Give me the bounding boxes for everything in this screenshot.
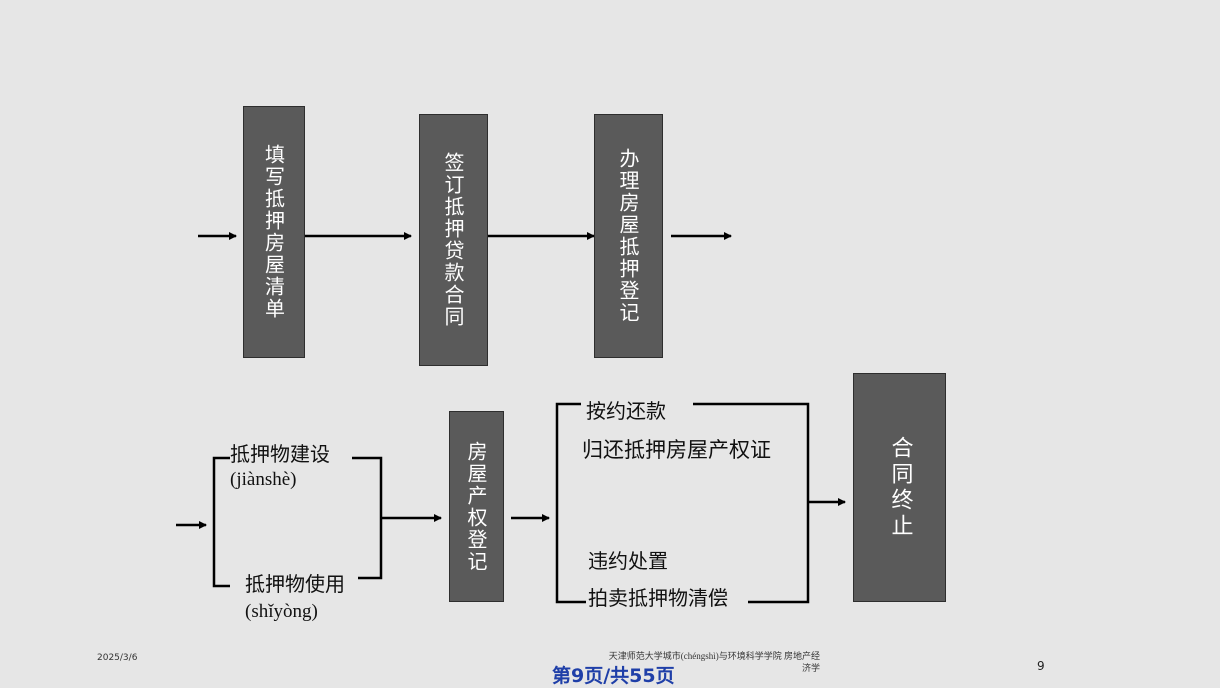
repay-label: 按约还款 xyxy=(586,399,666,423)
step-label: 办理房屋抵押登记 xyxy=(616,148,640,324)
right-bracket xyxy=(352,456,383,580)
left-bracket xyxy=(212,456,230,588)
step-box-register-mortgage: 办理房屋抵押登记 xyxy=(594,114,663,358)
footer-institution: 天津师范大学城市(chéngshì)与环境科学学院 房地产经济学 xyxy=(608,651,820,673)
step-box-sign-contract: 签订抵押贷款合同 xyxy=(419,114,488,366)
outcome-bracket-top xyxy=(555,402,586,604)
terminate-box: 合同终止 xyxy=(853,373,946,602)
construction-pinyin: (jiànshè) xyxy=(230,469,297,490)
registration-label: 房屋产权登记 xyxy=(464,440,488,573)
registration-box: 房屋产权登记 xyxy=(449,411,504,602)
footer-date: 2025/3/6 xyxy=(97,653,138,663)
terminate-label: 合同终止 xyxy=(887,435,913,540)
step-label: 填写抵押房屋清单 xyxy=(261,144,286,320)
default-label: 违约处置 xyxy=(588,549,668,573)
usage-pinyin: (shǐyòng) xyxy=(245,601,318,622)
usage-label: 抵押物使用 xyxy=(245,572,345,596)
step-box-fill-list: 填写抵押房屋清单 xyxy=(243,106,305,358)
slide-number: 9 xyxy=(1037,659,1045,673)
return-cert-label: 归还抵押房屋产权证 xyxy=(582,438,771,462)
step-label: 签订抵押贷款合同 xyxy=(441,152,465,328)
page-indicator: 第9页/共55页 xyxy=(552,665,675,687)
construction-label: 抵押物建设 xyxy=(230,442,330,466)
auction-label: 拍卖抵押物清偿 xyxy=(588,586,728,610)
